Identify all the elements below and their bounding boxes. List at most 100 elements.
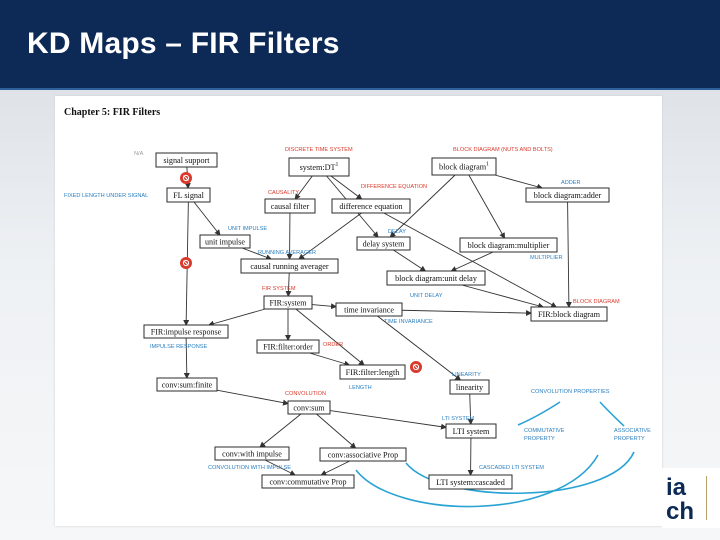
- node-label: signal support: [163, 156, 210, 165]
- annotation-fixed-length-under-signal: FIXED LENGTH UNDER SIGNAL: [64, 193, 148, 199]
- node-label: block diagram:unit delay: [395, 274, 478, 283]
- node-label: time invariance: [344, 305, 394, 314]
- edge-block-diagram-unit-delay-to-fir-block-diagram: [461, 284, 545, 309]
- edge-conv-associative-prop-to-conv-commutative-prop: [320, 460, 350, 476]
- node-causal-filter: causal filter: [264, 198, 316, 214]
- edge-fl-signal-to-unit-impulse: [193, 201, 221, 236]
- node-signal-support: signal support: [155, 152, 218, 168]
- blue-curve-associative: [405, 451, 635, 495]
- edge-causal-running-averager-to-fir-system: [285, 272, 292, 297]
- node-label: conv:associative Prop: [328, 450, 398, 459]
- edge-unit-impulse-to-causal-running-averager: [241, 247, 273, 261]
- logo-text-top: ia: [666, 474, 687, 501]
- node-label: unit impulse: [205, 237, 245, 246]
- red-marker-icon: [410, 361, 422, 373]
- node-box: [288, 157, 350, 177]
- annotation-multiplier: MULTIPLIER: [530, 255, 563, 261]
- node-conv-with-impulse: conv:with impulse: [214, 446, 290, 461]
- annotation-delay: DELAY: [388, 229, 406, 235]
- edge-system-dt-to-causal-filter: [294, 175, 313, 200]
- node-box: [335, 302, 403, 317]
- node-conv-sum-finite: conv:sum:finite: [156, 377, 218, 392]
- node-box: [156, 377, 218, 392]
- annotation-unit-impulse: UNIT IMPULSE: [228, 226, 267, 232]
- annotation-length: LENGTH: [349, 385, 372, 391]
- node-box: [431, 157, 497, 176]
- node-label: FIR:filter:length: [346, 368, 400, 377]
- node-box: [143, 324, 229, 339]
- annotation-cascaded-lti-system: CASCADED LTI SYSTEM: [479, 465, 544, 471]
- edge-delay-system-to-block-diagram-unit-delay: [393, 249, 427, 272]
- annotation-block-diagram-nuts-bolts: BLOCK DIAGRAM (NUTS AND BOLTS): [453, 147, 553, 153]
- blue-curve-commutative: [355, 454, 599, 508]
- annotation-order: ORDER: [323, 342, 343, 348]
- annotation-adder: ADDER: [561, 180, 581, 186]
- node-conv-commutative-prop: conv:commutative Prop: [261, 474, 355, 489]
- node-label: block diagram:multiplier: [468, 241, 550, 250]
- node-box: [449, 379, 490, 395]
- node-delay-system: delay system: [356, 236, 411, 251]
- slide-title: KD Maps – FIR Filters: [27, 27, 340, 60]
- edge-conv-with-impulse-to-conv-commutative-prop: [264, 459, 296, 476]
- annotation-impulse-response: IMPULSE RESPONSE: [150, 344, 207, 350]
- annotation-causality: CAUSALITY: [268, 190, 299, 196]
- node-box: [199, 234, 251, 249]
- concept-nodes: signal support FL signal unit impulse syste…: [143, 152, 610, 490]
- edge-fir-system-to-fir-impulse-response: [207, 308, 266, 327]
- node-time-invariance: time invariance: [335, 302, 403, 317]
- node-label: LTI system: [453, 427, 490, 436]
- node-label: FIR:block diagram: [538, 310, 601, 319]
- edge-conv-sum-finite-to-conv-sum: [216, 389, 289, 406]
- edge-time-invariance-to-fir-block-diagram: [401, 309, 532, 317]
- node-box: [459, 237, 558, 253]
- node-box: [261, 474, 355, 489]
- edge-block-diagram-adder-to-fir-block-diagram: [565, 201, 572, 308]
- node-label: causal filter: [271, 202, 310, 211]
- node-lti-system: LTI system: [445, 423, 497, 439]
- convolution-property-links: [355, 401, 635, 508]
- node-box: [319, 447, 407, 462]
- annotation-associative-property-2: PROPERTY: [614, 436, 645, 442]
- node-fir-block-diagram: FIR:block diagram: [530, 306, 608, 322]
- node-label: linearity: [456, 383, 484, 392]
- annotation-convolution-with-impulse: CONVOLUTION WITH IMPULSE: [208, 465, 291, 471]
- node-label: system:DT1: [300, 162, 339, 172]
- node-conv-sum: conv:sum: [287, 400, 331, 415]
- edge-fir-system-to-fir-filter-length: [295, 308, 365, 366]
- node-box: [428, 474, 513, 490]
- node-block-diagram: block diagram1: [431, 157, 497, 176]
- node-difference-equation: difference equation: [331, 198, 411, 214]
- node-superscript: 1: [486, 162, 489, 168]
- edge-difference-equation-to-causal-running-averager: [298, 212, 362, 260]
- annotation-difference-equation: DIFFERENCE EQUATION: [361, 184, 427, 190]
- edge-block-diagram-to-delay-system: [389, 174, 456, 238]
- annotation-discrete-time-system: DISCRETE TIME SYSTEM: [285, 147, 353, 153]
- node-label: FIR:filter:order: [263, 342, 313, 351]
- edge-block-diagram-to-block-diagram-multiplier: [468, 174, 506, 239]
- edge-linearity-to-lti-system: [467, 393, 474, 425]
- node-box: [240, 258, 339, 274]
- node-causal-running-averager: causal running averager: [240, 258, 339, 274]
- edge-conv-sum-to-lti-system: [329, 410, 447, 430]
- node-label: conv:with impulse: [222, 449, 282, 458]
- node-box: [287, 400, 331, 415]
- node-label: LTI system:cascaded: [436, 478, 505, 487]
- node-fl-signal: FL signal: [166, 187, 211, 203]
- blue-curve-properties-right: [599, 401, 625, 427]
- node-label: delay system: [363, 239, 406, 248]
- node-label: block diagram1: [439, 162, 489, 172]
- annotation-convolution: CONVOLUTION: [285, 391, 326, 397]
- annotation-commutative-property-1: COMMUTATIVE: [524, 428, 565, 434]
- node-block-diagram-adder: block diagram:adder: [525, 187, 610, 203]
- chapter-heading: Chapter 5: FIR Filters: [64, 107, 160, 118]
- node-label: FL signal: [173, 191, 205, 200]
- annotation-lti-system: LTI SYSTEM: [442, 416, 475, 422]
- blue-curve-properties: [517, 401, 561, 426]
- edge-fir-impulse-response-to-conv-sum-finite: [183, 337, 190, 379]
- edge-fir-filter-order-to-fir-filter-length: [309, 352, 351, 367]
- logo-divider: [706, 476, 715, 520]
- dependency-edges: [183, 166, 572, 476]
- node-unit-impulse: unit impulse: [199, 234, 251, 249]
- node-label: conv:sum:finite: [162, 380, 213, 389]
